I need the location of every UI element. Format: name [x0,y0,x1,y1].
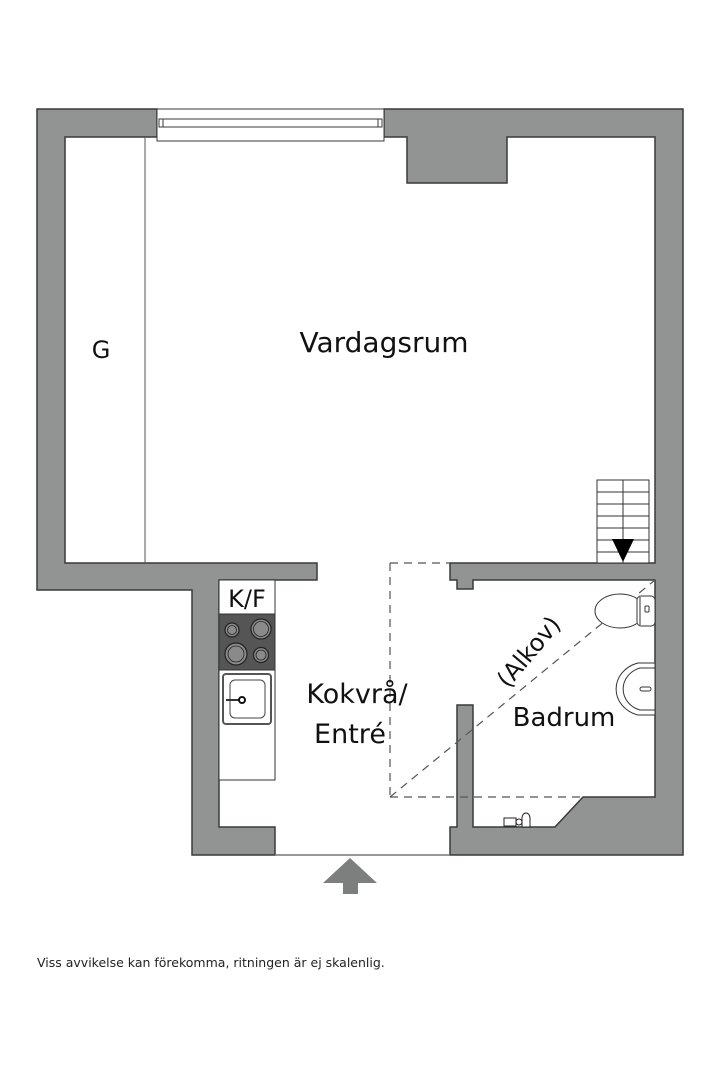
room-label-living-room: Vardagsrum [300,326,469,359]
toilet-icon [594,593,656,629]
wall-right [383,108,684,856]
fridge-freezer [218,579,276,615]
room-label-entrance: Entré [314,719,386,750]
window-icon [156,108,385,142]
shower-fixture-icon [503,812,531,828]
washbasin-icon [615,662,656,716]
room-label-bathroom: Badrum [513,703,616,733]
disclaimer-caption: Viss avvikelse kan förekomma, ritningen … [37,955,385,970]
room-label-kitchen: Kokvrå/ [306,679,408,710]
entrance-arrow-icon [323,858,377,894]
room-label-wardrobe: G [92,336,111,364]
room-label-alcove: (Alkov) [491,611,566,693]
stairs-down-arrow-icon [612,539,634,562]
room-label-fridge-freezer: K/F [228,585,266,613]
sink-icon [218,669,276,781]
stove-icon [218,613,276,671]
stairs [596,479,650,564]
